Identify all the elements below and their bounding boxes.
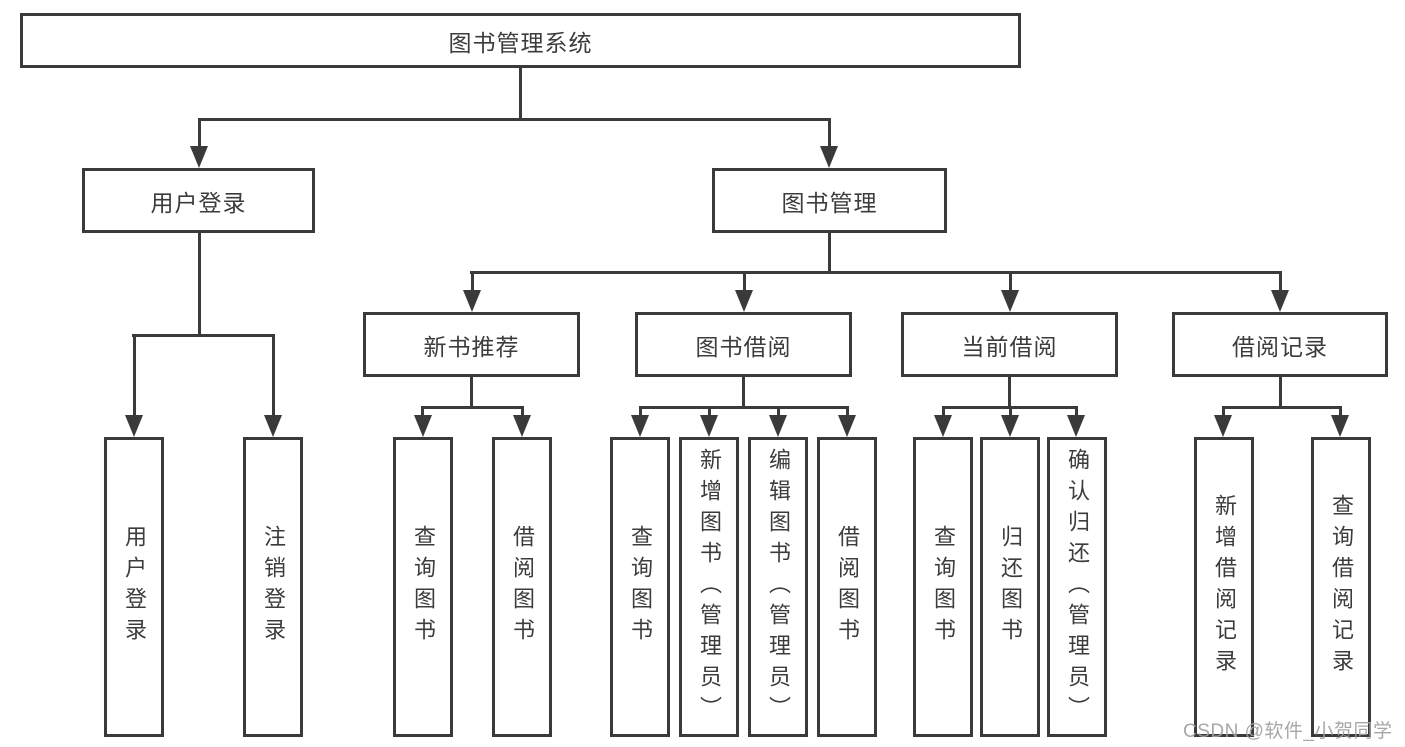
connector-line bbox=[1009, 271, 1012, 296]
connector-line bbox=[639, 406, 849, 409]
node-add-borrow-record: 新增借阅记录 bbox=[1194, 437, 1254, 737]
connector-line bbox=[471, 271, 474, 296]
arrow-down-icon bbox=[700, 415, 718, 437]
arrow-down-icon bbox=[264, 415, 282, 437]
node-return-books: 归还图书 bbox=[980, 437, 1040, 737]
node-label: 图书管理 bbox=[781, 189, 878, 216]
node-label: 新书推荐 bbox=[423, 333, 520, 360]
connector-line bbox=[846, 406, 849, 418]
node-label: 查询图书 bbox=[628, 525, 653, 649]
arrow-down-icon bbox=[513, 415, 531, 437]
connector-line bbox=[828, 118, 831, 150]
connector-line bbox=[708, 406, 711, 418]
connector-line bbox=[198, 233, 201, 335]
node-query-books-current: 查询图书 bbox=[913, 437, 973, 737]
node-label: 用户登录 bbox=[150, 189, 247, 216]
node-book-borrowing: 图书借阅 bbox=[635, 312, 852, 377]
node-label: 确认归还（管理员） bbox=[1065, 447, 1090, 727]
connector-line bbox=[132, 334, 275, 337]
connector-line bbox=[521, 406, 524, 418]
arrow-down-icon bbox=[838, 415, 856, 437]
arrow-down-icon bbox=[820, 146, 838, 168]
node-label: 查询图书 bbox=[411, 525, 436, 649]
node-label: 借阅记录 bbox=[1232, 333, 1328, 360]
node-confirm-return-admin: 确认归还（管理员） bbox=[1047, 437, 1107, 737]
node-edit-book-admin: 编辑图书（管理员） bbox=[748, 437, 808, 737]
watermark: CSDN @软件_小贺同学 bbox=[1183, 721, 1393, 742]
arrow-down-icon bbox=[1001, 415, 1019, 437]
connector-line bbox=[272, 334, 275, 420]
arrow-down-icon bbox=[769, 415, 787, 437]
arrow-down-icon bbox=[1067, 415, 1085, 437]
node-user-login-leaf: 用户登录 bbox=[104, 437, 164, 737]
arrow-down-icon bbox=[125, 415, 143, 437]
connector-line bbox=[639, 406, 642, 418]
node-query-books-borrowing: 查询图书 bbox=[610, 437, 670, 737]
arrow-down-icon bbox=[735, 290, 753, 312]
connector-line bbox=[1339, 406, 1342, 418]
node-label: 归还图书 bbox=[998, 525, 1023, 649]
node-borrowing-records: 借阅记录 bbox=[1172, 312, 1388, 377]
node-label: 新增借阅记录 bbox=[1212, 494, 1237, 680]
node-library-management-system: 图书管理系统 bbox=[20, 13, 1021, 68]
arrow-down-icon bbox=[1331, 415, 1349, 437]
arrow-down-icon bbox=[1214, 415, 1232, 437]
connector-line bbox=[942, 406, 945, 418]
connector-line bbox=[470, 377, 473, 408]
connector-line bbox=[1279, 271, 1282, 296]
connector-line bbox=[421, 406, 424, 418]
connector-line bbox=[198, 118, 830, 121]
node-borrow-books: 借阅图书 bbox=[817, 437, 877, 737]
node-label: 图书管理系统 bbox=[448, 29, 593, 56]
connector-line bbox=[1279, 377, 1282, 408]
connector-line bbox=[421, 406, 524, 409]
connector-line bbox=[777, 406, 780, 418]
node-query-borrow-record: 查询借阅记录 bbox=[1311, 437, 1371, 737]
node-new-book-recommendation: 新书推荐 bbox=[363, 312, 580, 377]
connector-line bbox=[198, 118, 201, 150]
arrow-down-icon bbox=[934, 415, 952, 437]
arrow-down-icon bbox=[1001, 290, 1019, 312]
node-query-books-recommend: 查询图书 bbox=[393, 437, 453, 737]
node-label: 编辑图书（管理员） bbox=[766, 447, 791, 727]
node-borrow-books-recommend: 借阅图书 bbox=[492, 437, 552, 737]
connector-line bbox=[1222, 406, 1225, 418]
connector-line bbox=[133, 334, 136, 420]
connector-line bbox=[519, 68, 522, 119]
node-label: 用户登录 bbox=[122, 525, 147, 649]
arrow-down-icon bbox=[631, 415, 649, 437]
connector-line bbox=[1008, 377, 1011, 408]
arrow-down-icon bbox=[414, 415, 432, 437]
node-label: 新增图书（管理员） bbox=[697, 447, 722, 727]
node-label: 借阅图书 bbox=[835, 525, 860, 649]
node-label: 图书借阅 bbox=[695, 333, 792, 360]
connector-line bbox=[1222, 406, 1342, 409]
node-label: 查询图书 bbox=[931, 525, 956, 649]
node-current-borrowing: 当前借阅 bbox=[901, 312, 1118, 377]
connector-line bbox=[1075, 406, 1078, 418]
node-label: 当前借阅 bbox=[961, 333, 1058, 360]
node-label: 查询借阅记录 bbox=[1329, 494, 1354, 680]
node-label: 借阅图书 bbox=[510, 525, 535, 649]
connector-line bbox=[743, 271, 746, 296]
connector-line bbox=[470, 271, 1281, 274]
arrow-down-icon bbox=[190, 146, 208, 168]
node-book-management: 图书管理 bbox=[712, 168, 947, 233]
connector-line bbox=[828, 233, 831, 273]
node-user-login: 用户登录 bbox=[82, 168, 315, 233]
node-logout: 注销登录 bbox=[243, 437, 303, 737]
arrow-down-icon bbox=[463, 290, 481, 312]
node-add-book-admin: 新增图书（管理员） bbox=[679, 437, 739, 737]
arrow-down-icon bbox=[1271, 290, 1289, 312]
connector-line bbox=[742, 377, 745, 408]
connector-line bbox=[1009, 406, 1012, 418]
node-label: 注销登录 bbox=[261, 525, 286, 649]
